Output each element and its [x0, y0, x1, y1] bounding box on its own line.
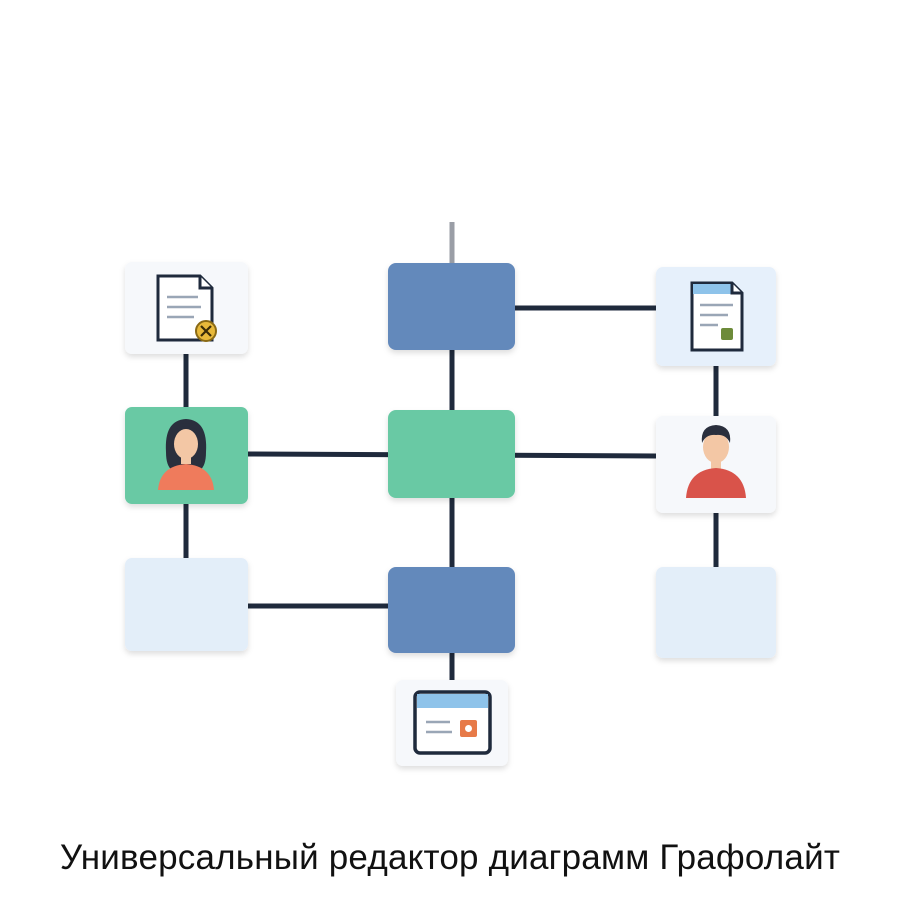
browser-window-icon: [413, 690, 492, 755]
diagram-caption: Универсальный редактор диаграмм Графолай…: [59, 838, 841, 877]
center-middle-node[interactable]: [388, 410, 515, 498]
female-user-icon: [158, 419, 214, 490]
right-bottom-node[interactable]: [656, 567, 776, 658]
left-top-card[interactable]: [125, 262, 248, 354]
bottom-card[interactable]: [396, 680, 508, 766]
male-user-icon: [686, 425, 746, 498]
center-top-node[interactable]: [388, 263, 515, 350]
center-bottom-node[interactable]: [388, 567, 515, 653]
left-middle-card[interactable]: [125, 407, 248, 504]
document-rejected-icon: [156, 274, 217, 342]
right-middle-card[interactable]: [656, 416, 776, 513]
right-top-card[interactable]: [656, 267, 776, 366]
left-bottom-node[interactable]: [125, 558, 248, 651]
document-icon: [690, 281, 744, 352]
